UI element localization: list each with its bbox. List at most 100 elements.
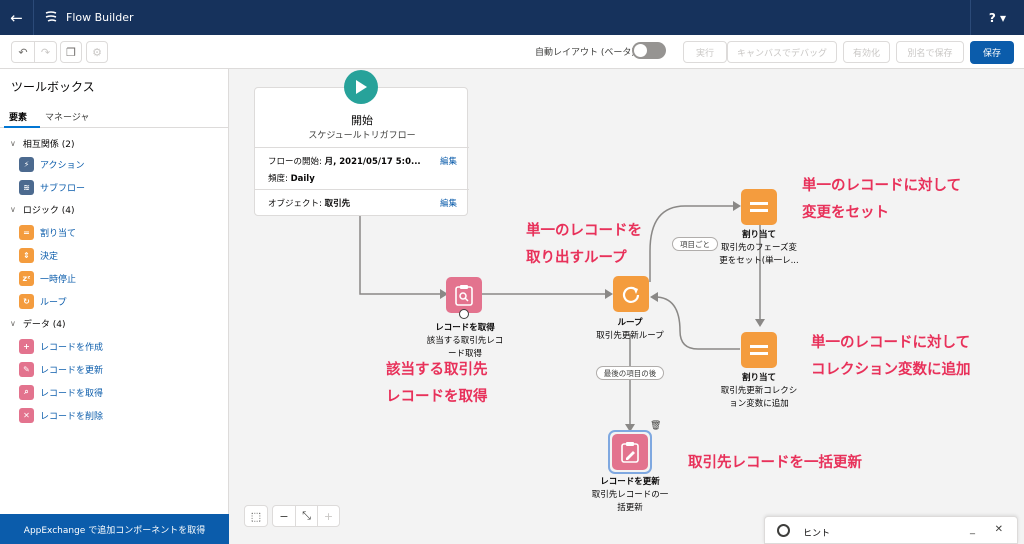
start-object: オブジェクト: 取引先 — [268, 199, 351, 209]
get-records-label: レコードを取得該当する取引先レコード取得 — [426, 323, 504, 359]
toolbox-item-label: レコードを削除 — [40, 411, 104, 422]
toolbox-item-label: アクション — [40, 160, 85, 171]
help-menu-button[interactable]: ? ▾ — [970, 0, 1024, 35]
annotation-assignment-phase: 単一のレコードに対して変更をセット — [802, 178, 962, 221]
tab-manager[interactable]: マネージャ — [45, 113, 90, 123]
clipboard-edit-icon — [621, 442, 639, 463]
copy-button[interactable]: ❐ — [60, 41, 82, 63]
settings-button[interactable]: ⚙ — [86, 41, 108, 63]
redo-button[interactable]: ↷ — [34, 42, 56, 62]
app-title: Flow Builder — [66, 11, 134, 24]
start-element-card[interactable]: 開始 スケジュールトリガフロー フローの開始: 月, 2021/05/17 5:… — [254, 87, 469, 216]
zoom-out-button[interactable]: − — [273, 506, 295, 526]
update-records-node[interactable] — [612, 434, 648, 470]
chevron-down-icon: ∨ — [10, 139, 16, 148]
minus-icon: − — [279, 509, 289, 523]
get-record-icon: ⌕ — [19, 384, 34, 400]
appexchange-button[interactable]: AppExchange で追加コンポーネントを取得 — [0, 514, 229, 544]
toolbox-item-label: 割り当て — [40, 228, 77, 239]
start-title: 開始 — [351, 114, 373, 127]
decision-icon: ⇕ — [19, 247, 34, 263]
section-title: ロジック (4) — [22, 206, 75, 216]
connector-start-to-get — [359, 216, 440, 295]
debug-button[interactable]: キャンバスでデバッグ — [727, 41, 837, 63]
section-interaction[interactable]: ∨ 相互関係 (2) — [10, 137, 74, 150]
assignment-node-add-collection[interactable] — [741, 332, 777, 368]
annotation-update-records: 取引先レコードを一括更新 — [688, 455, 862, 471]
annotation-assignment-collection: 単一のレコードに対してコレクション変数に追加 — [811, 335, 971, 378]
for-each-connector-label: 項目ごと — [672, 237, 718, 251]
marquee-select-icon: ⬚ — [250, 509, 262, 523]
section-data[interactable]: ∨ データ (4) — [10, 317, 65, 330]
copy-icon: ❐ — [66, 45, 76, 59]
toolbox-item-label: ループ — [40, 297, 67, 308]
card-divider — [255, 189, 469, 190]
card-divider — [255, 147, 469, 148]
activate-button[interactable]: 有効化 — [843, 41, 890, 63]
section-title: 相互関係 (2) — [22, 140, 75, 150]
update-records-label: レコードを更新取引先レコードの一括更新 — [591, 477, 669, 513]
toolbox-item-assignment[interactable]: = 割り当て — [19, 224, 76, 240]
close-icon[interactable]: ✕ — [994, 524, 1003, 535]
toolbox-item-update-record[interactable]: ✎ レコードを更新 — [19, 361, 103, 377]
section-title: データ (4) — [22, 320, 66, 330]
back-button[interactable]: ← — [0, 0, 34, 35]
connector-handle[interactable] — [459, 309, 469, 319]
minimize-icon[interactable]: _ — [970, 524, 975, 535]
create-record-icon: + — [19, 338, 34, 354]
section-logic[interactable]: ∨ロジック (4) — [10, 203, 74, 216]
toolbox-item-action[interactable]: ⚡ アクション — [19, 156, 85, 172]
loop-node[interactable] — [613, 276, 649, 312]
connector-loop-to-assign1 — [649, 205, 733, 282]
lifebuoy-icon — [777, 524, 790, 537]
toolbox-item-decision[interactable]: ⇕ 決定 — [19, 247, 58, 263]
save-as-button[interactable]: 別名で保存 — [896, 41, 964, 63]
flow-builder-logo-icon — [45, 11, 57, 22]
edit-schedule-link[interactable]: 編集 — [439, 157, 457, 167]
trash-icon[interactable]: 🗑 — [650, 421, 662, 431]
action-icon: ⚡ — [19, 156, 34, 172]
loop-icon: ↻ — [19, 293, 34, 309]
zoom-in-button[interactable]: + — [317, 506, 339, 526]
fit-view-button[interactable]: ⤡ — [295, 506, 317, 526]
toolbox-panel: ツールボックス 要素 マネージャ ∨相互関係 (2) ⚡ アクション ≋ サブフ… — [0, 69, 229, 544]
clipboard-search-icon — [455, 285, 473, 306]
active-tab-indicator — [4, 126, 40, 128]
toolbox-item-pause[interactable]: zᶻ 一時停止 — [19, 270, 76, 286]
toolbox-item-label: レコードを更新 — [40, 365, 104, 376]
delete-record-icon: ✕ — [19, 407, 34, 423]
toolbox-item-label: レコードを取得 — [40, 388, 104, 399]
toolbox-item-loop[interactable]: ↻ ループ — [19, 293, 66, 309]
edit-object-link[interactable]: 編集 — [439, 199, 457, 209]
loop-label: ループ取引先更新ループ — [596, 318, 664, 341]
pause-icon: zᶻ — [19, 270, 34, 286]
get-records-node[interactable] — [446, 277, 482, 313]
run-button[interactable]: 実行 — [683, 41, 727, 63]
flow-canvas[interactable]: 開始 スケジュールトリガフロー フローの開始: 月, 2021/05/17 5:… — [230, 69, 1024, 544]
toolbox-item-create-record[interactable]: + レコードを作成 — [19, 338, 103, 354]
assignment-node-set-phase[interactable] — [741, 189, 777, 225]
plus-icon: + — [323, 509, 334, 523]
toolbox-item-label: レコードを作成 — [40, 342, 104, 353]
toolbox-item-get-record[interactable]: ⌕ レコードを取得 — [19, 384, 103, 400]
schedule-start: フローの開始: 月, 2021/05/17 5:0... — [268, 157, 421, 167]
arrow-left-icon: ← — [10, 8, 23, 27]
toolbox-item-delete-record[interactable]: ✕ レコードを削除 — [19, 407, 103, 423]
toolbox-item-label: 決定 — [40, 251, 59, 262]
undo-icon: ↶ — [18, 45, 28, 59]
chevron-down-icon: ∨ — [10, 319, 16, 328]
toolbox-item-label: 一時停止 — [40, 274, 77, 285]
gear-icon: ⚙ — [92, 45, 102, 59]
auto-layout-toggle[interactable] — [632, 42, 666, 59]
undo-button[interactable]: ↶ — [12, 42, 34, 62]
tab-elements[interactable]: 要素 — [9, 113, 28, 123]
toolbox-item-subflow[interactable]: ≋ サブフロー — [19, 179, 85, 195]
save-button[interactable]: 保存 — [970, 41, 1014, 64]
after-last-connector-label: 最後の項目の後 — [596, 366, 664, 380]
zoom-group: − ⤡ + — [272, 505, 340, 527]
select-elements-button[interactable]: ⬚ — [245, 506, 267, 526]
annotation-loop: 単一のレコードを取り出すループ — [526, 223, 642, 266]
contract-icon: ⤡ — [302, 509, 311, 522]
assignment-set-phase-label: 割り当て取引先のフェーズ変更をセット(単一レ... — [719, 230, 799, 266]
hint-panel[interactable]: ヒント _ ✕ — [764, 516, 1018, 544]
